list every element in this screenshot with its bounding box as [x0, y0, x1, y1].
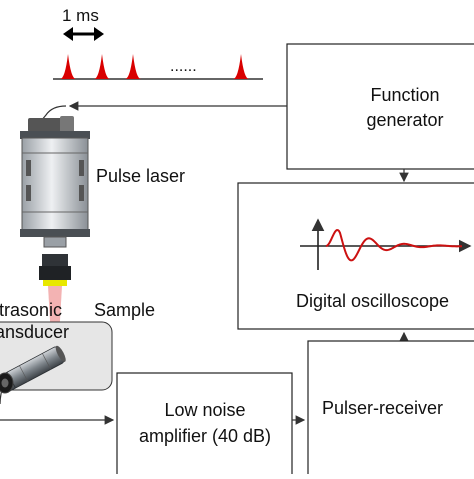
function-generator-label-line2: generator [366, 110, 443, 130]
ultrasonic-waveform [325, 229, 463, 262]
period-label: 1 ms [62, 6, 99, 25]
function-generator-block: Function generator [286, 43, 474, 170]
function-generator-label-line1: Function [370, 85, 439, 105]
pulse-ellipsis: ...... [170, 58, 197, 75]
pulse-1 [60, 54, 76, 79]
function-generator-box [286, 43, 474, 170]
pulse-2 [94, 54, 110, 79]
transducer-label-line2: transducer [0, 322, 69, 342]
focusing-lens [39, 254, 71, 286]
period-double-arrow [63, 27, 104, 41]
oscilloscope-label: Digital oscilloscope [296, 291, 449, 311]
transducer-label-line1: Ultrasonic [0, 300, 62, 320]
pulse-train: 1 ms ...... [53, 6, 263, 80]
pulser-receiver-label: Pulser-receiver [322, 398, 443, 418]
amplifier-label-line1: Low noise [164, 400, 245, 420]
amplifier-box [116, 372, 293, 479]
digital-oscilloscope-block: Digital oscilloscope [237, 182, 474, 330]
laser-bottom-plate [20, 229, 90, 237]
low-noise-amplifier-block: Low noise amplifier (40 dB) [116, 372, 293, 479]
pulser-receiver-box [307, 340, 474, 479]
pulse-3 [125, 54, 141, 79]
pulse-4 [233, 54, 249, 79]
laser-aperture [43, 236, 67, 248]
amplifier-label-line2: amplifier (40 dB) [139, 426, 271, 446]
sample-label: Sample [94, 300, 155, 320]
laser-connector [28, 118, 66, 132]
lens-yellow-band [43, 280, 67, 286]
pulser-receiver-block: Pulser-receiver [307, 340, 474, 479]
laser-top-plate [20, 131, 90, 139]
laser-housing [21, 137, 89, 231]
ultrasonic-transducer: Ultrasonic transducer [0, 300, 69, 394]
pulse-laser-label: Pulse laser [96, 166, 185, 186]
pulse-laser: Pulse laser [20, 116, 185, 248]
